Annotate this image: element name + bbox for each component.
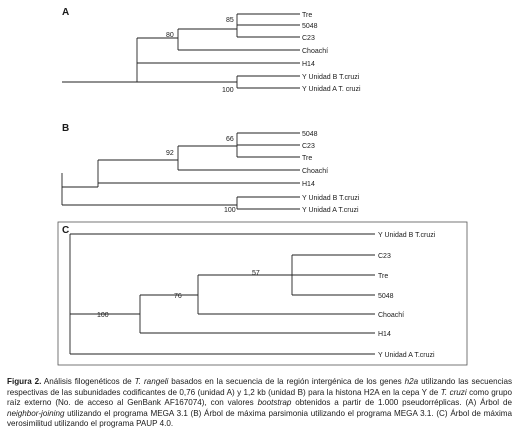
- panel-b-branches: [61, 132, 300, 210]
- panel-a: A Tre 5048 C23 Choachí H14 Y Unidad B T.…: [62, 7, 361, 94]
- caption-text-6: utilizando el programa MEGA 3.1 (B) Árbo…: [7, 408, 512, 429]
- panel-c: C Y Unidad B T.cruzi C23 Tre 5048 Choach…: [57, 221, 468, 366]
- panel-c-leaf-2: C23: [378, 253, 391, 260]
- caption-term-bootstrap: bootstrap: [257, 398, 292, 408]
- caption-term-neighbor-joining: neighbor-joining: [7, 408, 65, 418]
- panel-a-leaf-5: H14: [302, 61, 315, 68]
- panel-a-bootstrap-1: 85: [226, 17, 234, 24]
- panel-b-bootstrap-1: 66: [226, 136, 234, 143]
- caption-text-5: obtenidos a partir de 1.000 pseudorrépli…: [291, 398, 512, 408]
- caption-text-4: como grupo raíz externo (No. de acceso a…: [7, 387, 512, 408]
- panel-a-leaf-6: Y Unidad B T.cruzi: [302, 74, 360, 81]
- caption-species-cruzi: T. cruzi: [440, 387, 467, 397]
- panel-a-branches: [62, 13, 300, 89]
- caption-label: Figura 2.: [7, 377, 42, 386]
- panel-b-leaf-1: 5048: [302, 131, 318, 138]
- panel-c-bootstrap-2: 76: [174, 293, 182, 300]
- panel-a-leaf-7: Y Unidad A T. cruzi: [302, 86, 361, 93]
- panel-b-leaf-2: C23: [302, 143, 315, 150]
- caption-text-3: utilizando las secuencias respectivas de…: [7, 377, 513, 397]
- panel-c-leaf-4: 5048: [378, 293, 394, 300]
- panel-b-leaf-7: Y Unidad A T.cruzi: [302, 207, 359, 214]
- panel-b-leaf-4: Choachí: [302, 168, 328, 175]
- figure-caption: Figura 2. Análisis filogenéticos de T. r…: [7, 377, 512, 430]
- panel-c-leaf-3: Tre: [378, 273, 388, 280]
- caption-species-rangeli: T. rangeli: [134, 377, 169, 386]
- panel-c-bootstrap-1: 57: [252, 270, 260, 277]
- panel-b-bootstrap-3: 100: [224, 207, 236, 214]
- panel-b-leaf-5: H14: [302, 181, 315, 188]
- panel-a-leaf-1: Tre: [302, 12, 312, 19]
- phylogenetic-figure: A Tre 5048 C23 Choachí H14 Y Unidad B T.…: [57, 7, 468, 366]
- panel-a-leaf-2: 5048: [302, 23, 318, 30]
- panel-c-letter: C: [62, 225, 69, 236]
- panel-c-branches: [69, 233, 375, 355]
- panel-c-bootstrap-3: 100: [97, 312, 109, 319]
- panel-b-leaf-6: Y Unidad B T.cruzi: [302, 195, 360, 202]
- panel-b-letter: B: [62, 123, 69, 134]
- caption-text-2: basados en la secuencia de la región int…: [168, 377, 405, 386]
- panel-c-frame: [57, 221, 468, 366]
- panel-c-leaf-5: Choachí: [378, 312, 404, 319]
- caption-text-1: Análisis filogenéticos de: [41, 377, 135, 386]
- panel-a-leaf-3: C23: [302, 35, 315, 42]
- panel-b-bootstrap-2: 92: [166, 150, 174, 157]
- caption-gene-h2a: h2a: [404, 377, 419, 386]
- panel-a-leaf-4: Choachí: [302, 48, 328, 55]
- panel-c-leaf-7: Y Unidad A T.cruzi: [378, 352, 435, 359]
- panel-b: B 5048 C23 Tre Choachí H14 Y Unidad B T.…: [61, 123, 360, 214]
- panel-c-leaf-1: Y Unidad B T.cruzi: [378, 232, 436, 239]
- panel-a-bootstrap-2: 80: [166, 32, 174, 39]
- panel-b-leaf-3: Tre: [302, 155, 312, 162]
- panel-a-letter: A: [62, 7, 69, 18]
- panel-c-leaf-6: H14: [378, 331, 391, 338]
- panel-a-bootstrap-3: 100: [222, 87, 234, 94]
